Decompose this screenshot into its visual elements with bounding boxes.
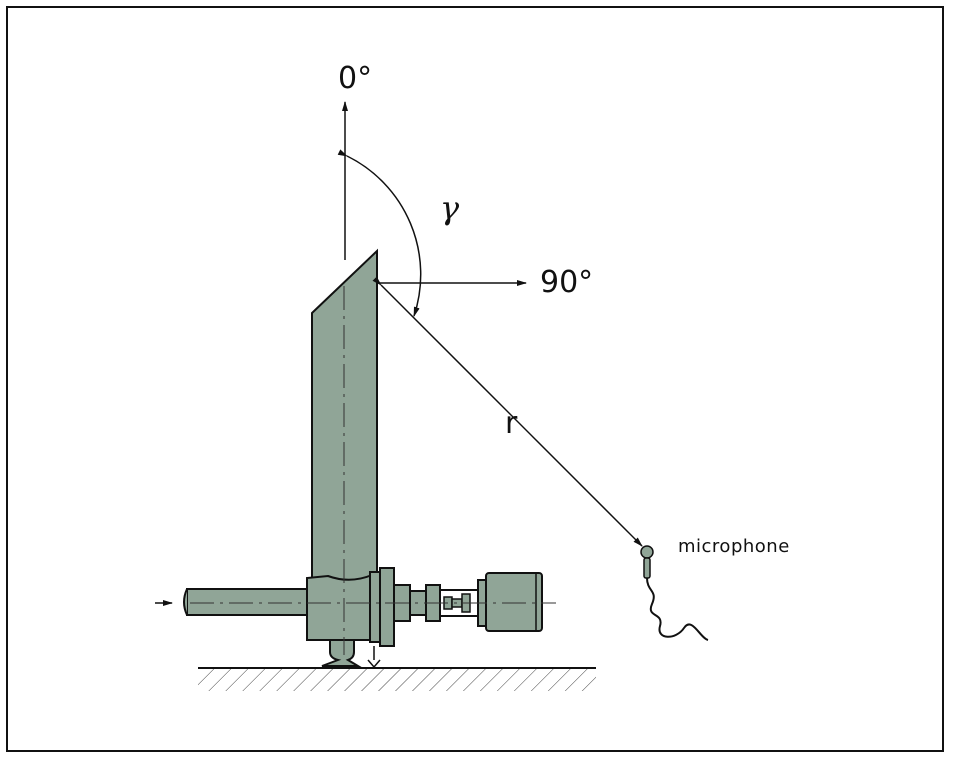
support-foot [321,639,362,667]
microphone-label: microphone [678,536,790,557]
valve-actuator [425,572,543,632]
gamma-label: γ [440,189,460,227]
inlet-pipe [183,588,308,616]
ninety-degree-label: 90° [540,265,594,300]
distance-r-dimension-line [372,276,643,547]
zero-degree-label: 0° [338,61,373,96]
ground [198,667,596,691]
distance-r-label: r [505,406,518,441]
microphone-icon [640,545,709,641]
drain-mark [367,659,381,669]
centerlines [190,286,556,655]
stack-base-elbow [306,567,427,647]
